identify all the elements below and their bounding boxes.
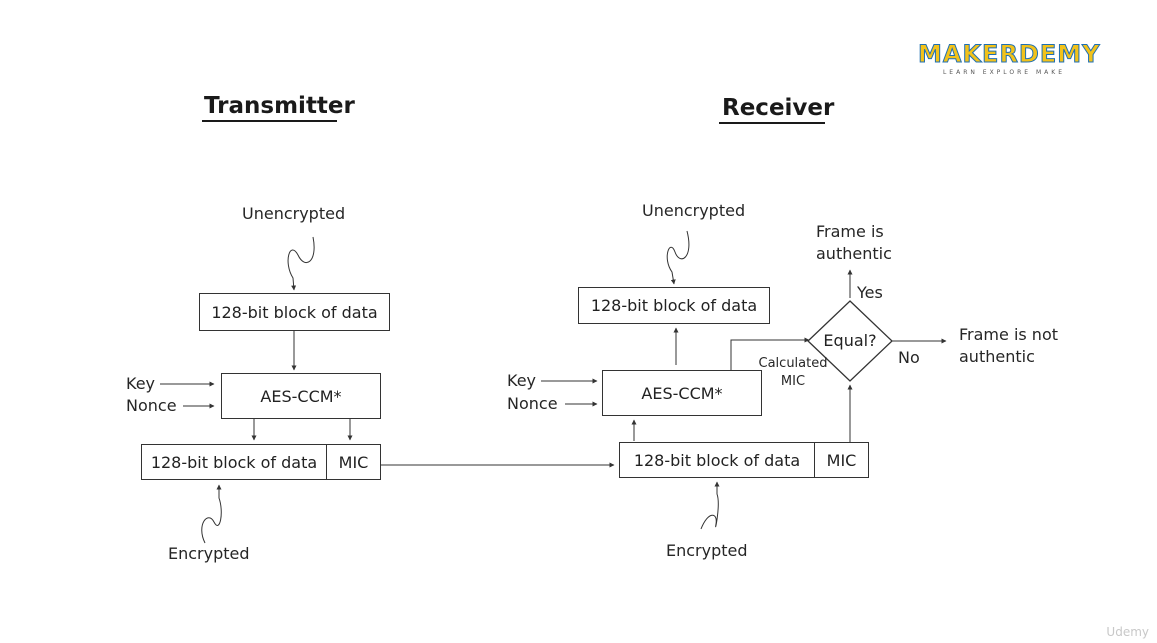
receiver-heading: Receiver (722, 95, 835, 121)
rx-encrypted-label: Encrypted (666, 541, 748, 560)
logo-word: MAKERDEMY (918, 40, 1101, 69)
rx-unencrypted-squiggle (666, 230, 690, 285)
rx-nonce-label: Nonce (507, 394, 558, 413)
rx-plain-block: 128-bit block of data (578, 287, 770, 324)
rx-encrypted-squiggle (700, 481, 720, 530)
tx-data-cell-label: 128-bit block of data (150, 452, 318, 472)
rx-decision-label: Equal? (823, 331, 877, 350)
tx-data-cell: 128-bit block of data (142, 445, 327, 479)
logo-tagline: LEARN EXPLORE MAKE (942, 69, 1066, 76)
rx-encrypted-frame: 128-bit block of data MIC (619, 442, 869, 478)
tx-encrypted-squiggle (201, 484, 222, 544)
rx-aes-ccm-label: AES-CCM* (641, 383, 723, 403)
rx-data-cell-label: 128-bit block of data (633, 450, 801, 470)
rx-unencrypted-label: Unencrypted (642, 201, 746, 220)
tx-mic-cell: MIC (327, 445, 380, 479)
transmitter-heading-underline (202, 120, 337, 122)
rx-calculated-mic-label: Calculated MIC (758, 356, 828, 389)
tx-key-label: Key (126, 374, 156, 393)
rx-no-label: No (898, 348, 920, 367)
rx-plain-block-label: 128-bit block of data (590, 296, 758, 315)
tx-unencrypted-label: Unencrypted (242, 204, 346, 223)
tx-plain-block: 128-bit block of data (199, 293, 390, 331)
rx-yes-label: Yes (857, 283, 883, 302)
tx-encrypted-frame: 128-bit block of data MIC (141, 444, 381, 480)
makerdemy-logo: MAKERDEMY LEARN EXPLORE MAKE (918, 40, 1101, 77)
rx-not-authentic-label: Frame is not authentic (959, 325, 1059, 367)
receiver-heading-underline (719, 122, 825, 124)
rx-aes-ccm-box: AES-CCM* (602, 370, 762, 416)
tx-aes-ccm-box: AES-CCM* (221, 373, 381, 419)
udemy-watermark: Udemy (1106, 625, 1149, 639)
transmitter-heading: Transmitter (204, 93, 355, 119)
decision-diamond (807, 300, 893, 382)
rx-data-cell: 128-bit block of data (620, 443, 815, 477)
rx-key-label: Key (507, 371, 537, 390)
tx-encrypted-label: Encrypted (168, 544, 250, 563)
tx-plain-block-label: 128-bit block of data (211, 302, 378, 322)
rx-mic-cell-label: MIC (826, 450, 857, 470)
tx-nonce-label: Nonce (126, 396, 177, 415)
tx-aes-ccm-label: AES-CCM* (260, 386, 342, 406)
rx-mic-cell: MIC (815, 443, 868, 477)
tx-unencrypted-squiggle (287, 236, 315, 291)
rx-calculated-mic-arrow (730, 337, 810, 370)
rx-authentic-label: Frame is authentic (816, 222, 892, 264)
tx-mic-cell-label: MIC (338, 452, 369, 472)
